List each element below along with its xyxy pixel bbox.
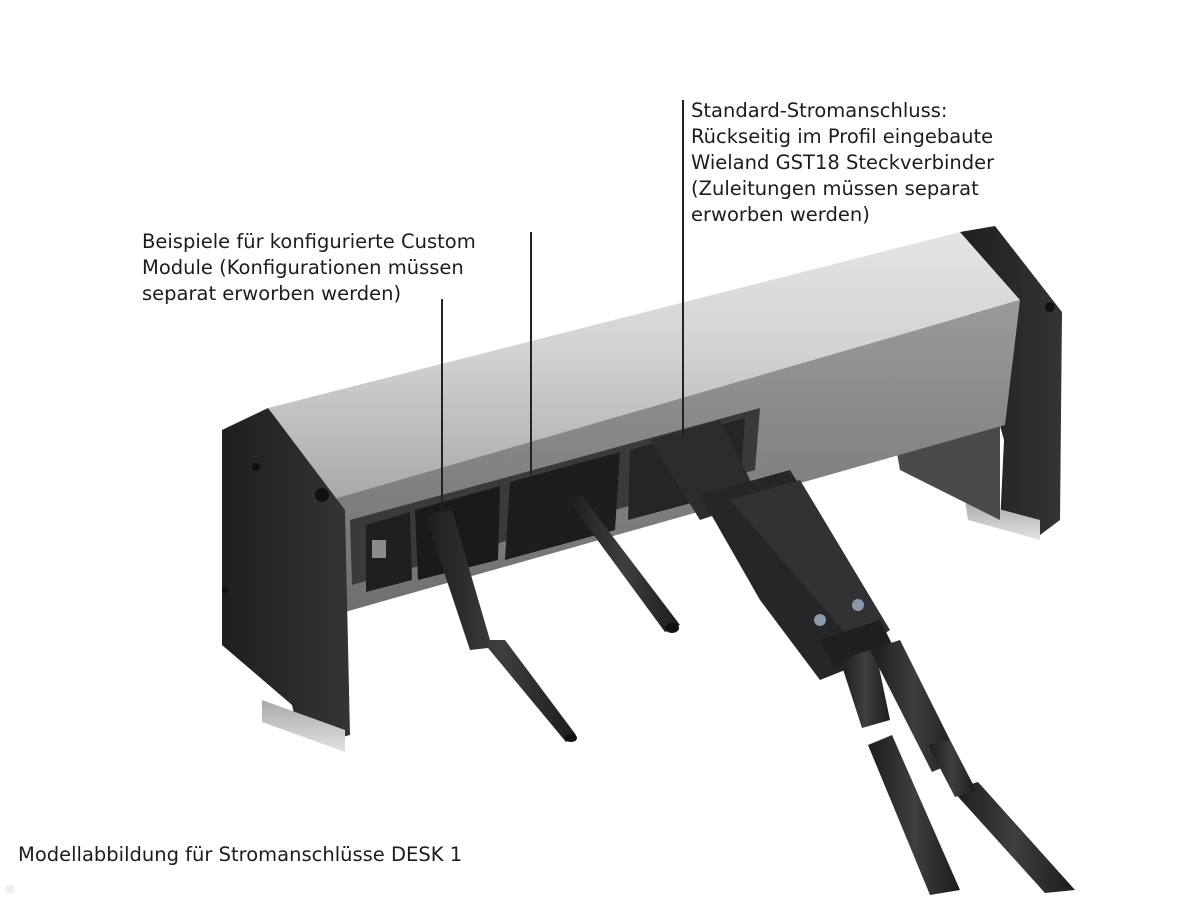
figure-caption: Modellabbildung für Stromanschlüsse DESK… xyxy=(18,843,463,866)
callout-line: Beispiele für konfigurierte Custom xyxy=(142,230,476,253)
callout-line: Wieland GST18 Steckverbinder xyxy=(691,151,995,174)
callout-line: (Zuleitungen müssen separat xyxy=(691,177,979,200)
corner-artifact xyxy=(6,885,14,893)
module-slot-3 xyxy=(505,452,620,560)
module-slot-1 xyxy=(366,512,412,592)
callout-line: Standard-Stromanschluss: xyxy=(691,99,948,122)
callout-custom-modules: Beispiele für konfigurierte Custom Modul… xyxy=(142,229,476,307)
gst18-connector xyxy=(650,420,895,680)
callout-line: Rückseitig im Profil eingebaute xyxy=(691,125,994,148)
flat-cable xyxy=(425,510,577,742)
left-end-cap xyxy=(222,408,350,752)
aluminium-profile-top xyxy=(268,232,1020,500)
callout-power-connection: Standard-Stromanschluss: Rückseitig im P… xyxy=(691,98,994,228)
callout-line: erworben werden) xyxy=(691,203,870,226)
round-cable xyxy=(568,496,680,633)
callout-line: Module (Konfigurationen müssen xyxy=(142,256,464,279)
leader-lines xyxy=(441,100,684,512)
power-cables xyxy=(840,640,1075,895)
callout-line: separat erworben werden) xyxy=(142,282,402,305)
